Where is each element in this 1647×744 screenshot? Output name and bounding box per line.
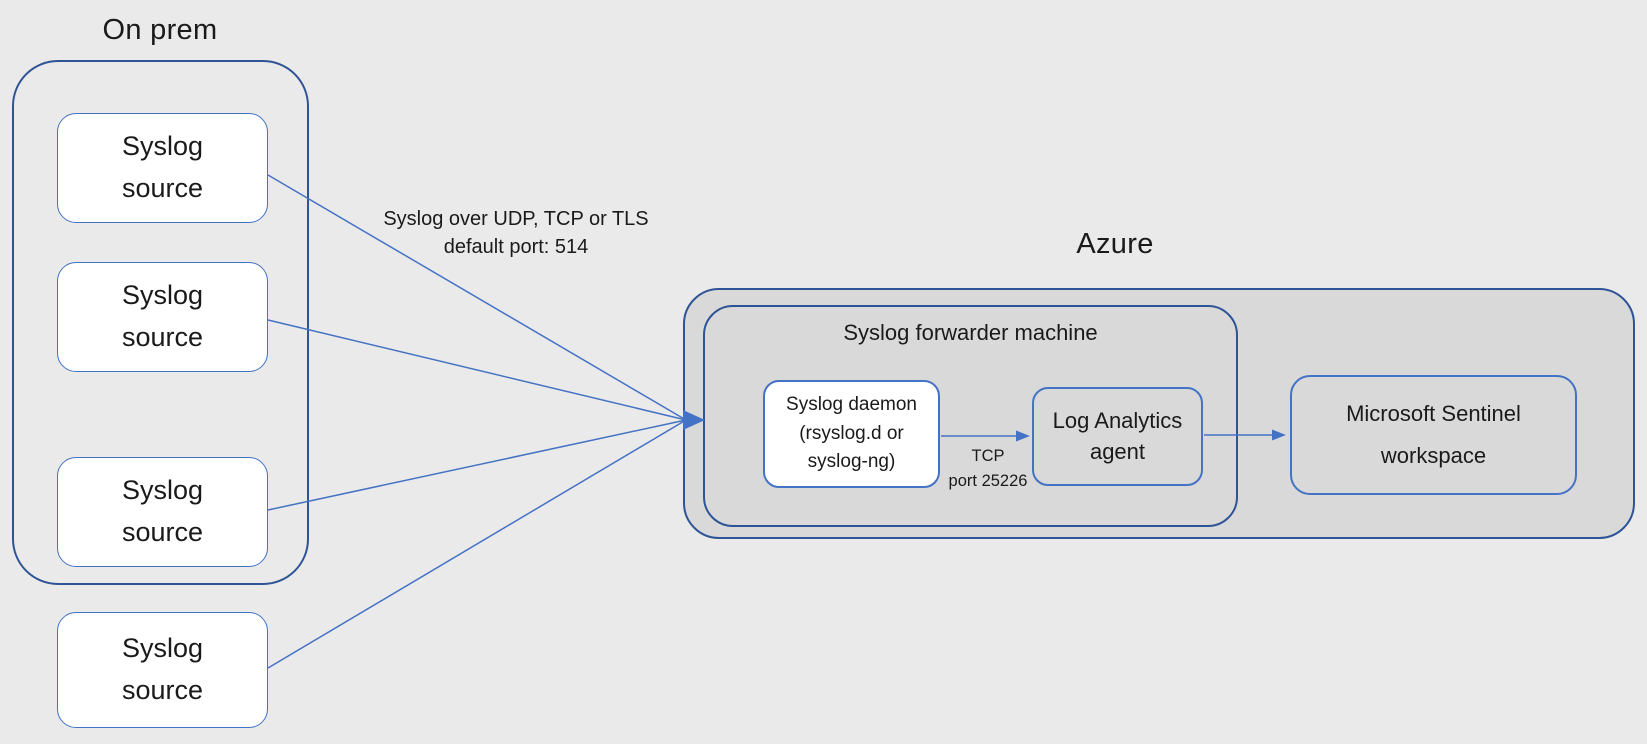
connector-source3-to-forwarder xyxy=(267,419,687,511)
syslog-daemon-label: Syslog daemon (rsyslog.d or syslog-ng) xyxy=(786,394,917,473)
syslog-source-node-1: Syslog source xyxy=(57,113,268,223)
sentinel-workspace-label: Microsoft Sentinel workspace xyxy=(1346,401,1521,468)
transport-edge-label: Syslog over UDP, TCP or TLS default port… xyxy=(383,208,649,259)
connector-source4-to-forwarder xyxy=(267,419,687,669)
forwarder-title: Syslog forwarder machine xyxy=(843,320,1098,345)
azure-title: Azure xyxy=(1076,228,1154,260)
syslog-source-label-4: Syslog source xyxy=(121,633,204,705)
tcp-port-edge-label: TCP port 25226 xyxy=(948,447,1028,490)
syslog-daemon-node: Syslog daemon (rsyslog.d or syslog-ng) xyxy=(763,380,940,488)
syslog-source-node-4: Syslog source xyxy=(57,612,268,728)
syslog-source-node-2: Syslog source xyxy=(57,262,268,372)
syslog-source-label-1: Syslog source xyxy=(121,131,204,203)
sentinel-workspace-node: Microsoft Sentinel workspace xyxy=(1290,375,1577,495)
syslog-source-label-3: Syslog source xyxy=(121,475,204,547)
connector-source2-to-forwarder xyxy=(267,319,687,421)
on-prem-title: On prem xyxy=(102,14,218,46)
log-analytics-agent-label: Log Analytics agent xyxy=(1052,407,1183,464)
syslog-source-label-2: Syslog source xyxy=(121,280,204,352)
log-analytics-agent-node: Log Analytics agent xyxy=(1032,387,1203,486)
syslog-source-node-3: Syslog source xyxy=(57,457,268,567)
